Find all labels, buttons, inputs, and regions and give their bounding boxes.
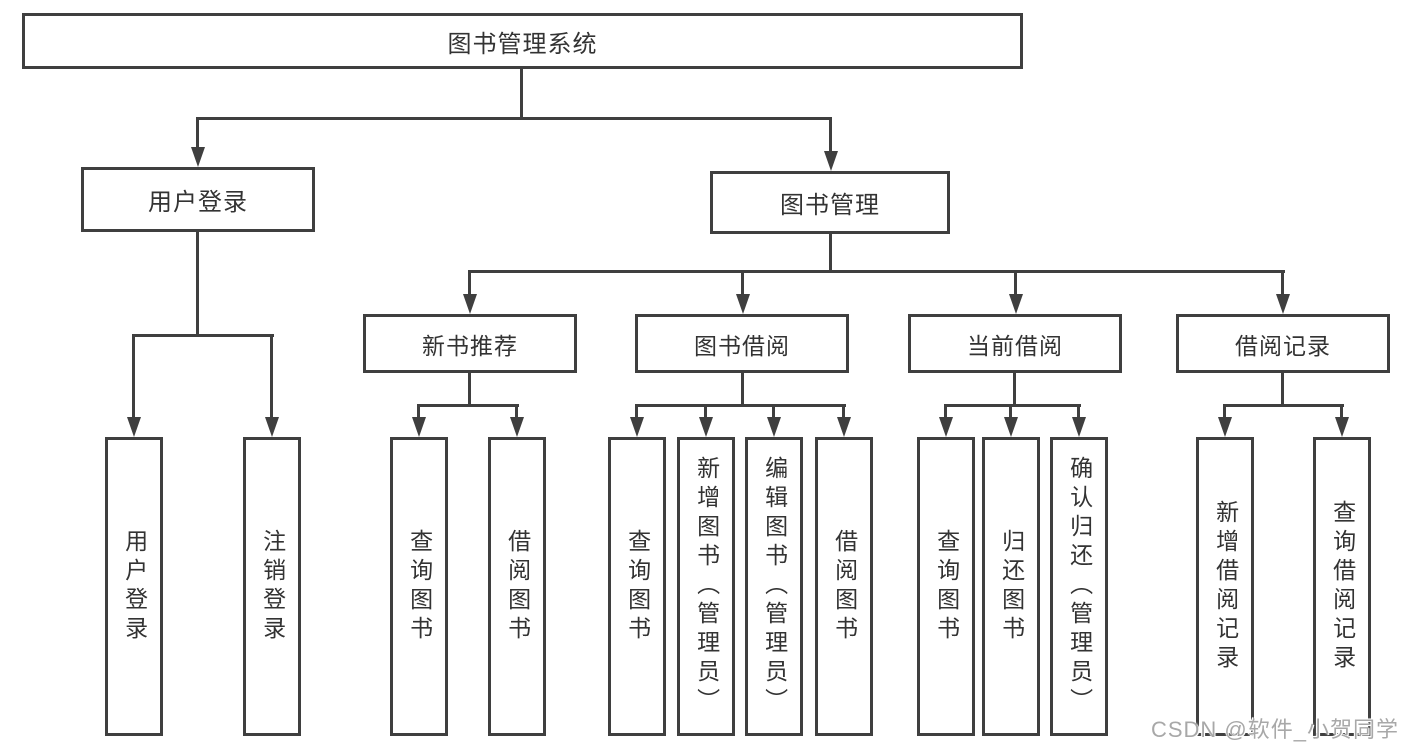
- connector-new-rec-stem: [468, 373, 471, 407]
- node-borrow-records-label: 借阅记录: [1235, 332, 1331, 359]
- node-book-management-label: 图书管理: [780, 192, 880, 219]
- connector-book-mgmt-stem: [829, 234, 832, 272]
- leaf-borrow-books-recommend: 借阅图书: [488, 437, 546, 736]
- arrowhead-borrow-records: [1276, 294, 1290, 314]
- arrowhead-leaf-borrow2: [837, 417, 851, 437]
- leaf-return-books-label: 归还图书: [998, 528, 1025, 645]
- node-new-book-recommend-label: 新书推荐: [422, 332, 518, 359]
- leaf-user-login: 用户登录: [105, 437, 163, 736]
- connector-book-borrow-rail: [635, 404, 846, 407]
- node-user-login: 用户登录: [81, 167, 315, 232]
- arrowhead-leaf-confirm-return: [1072, 417, 1086, 437]
- connector-leaf-query-record-drop: [1340, 404, 1343, 419]
- leaf-user-login-label: 用户登录: [121, 528, 148, 645]
- connector-new-rec-rail: [417, 404, 519, 407]
- node-root-label: 图书管理系统: [447, 30, 598, 58]
- leaf-confirm-return-admin: 确认归还（管理员）: [1050, 437, 1108, 736]
- node-borrow-records: 借阅记录: [1176, 314, 1390, 373]
- arrowhead-user-login: [191, 147, 205, 167]
- leaf-query-books-borrow: 查询图书: [608, 437, 666, 736]
- node-book-borrow: 图书借阅: [635, 314, 849, 373]
- connector-leaf-add-record-drop: [1223, 404, 1226, 419]
- connector-leaf-user-login-drop: [132, 334, 135, 418]
- arrowhead-leaf-borrow1: [510, 417, 524, 437]
- leaf-logout-label: 注销登录: [259, 528, 286, 645]
- node-root: 图书管理系统: [22, 13, 1023, 69]
- arrowhead-new-rec: [463, 294, 477, 314]
- connector-new-rec-drop: [468, 270, 471, 296]
- leaf-return-books: 归还图书: [982, 437, 1040, 736]
- arrowhead-leaf-query3: [939, 417, 953, 437]
- leaf-add-books-admin: 新增图书（管理员）: [677, 437, 735, 736]
- node-new-book-recommend: 新书推荐: [363, 314, 577, 373]
- leaf-add-borrow-record-label: 新增借阅记录: [1212, 499, 1239, 674]
- arrowhead-leaf-return: [1004, 417, 1018, 437]
- leaf-logout: 注销登录: [243, 437, 301, 736]
- arrowhead-leaf-logout: [265, 417, 279, 437]
- leaf-borrow-books-label: 借阅图书: [831, 528, 858, 645]
- csdn-watermark: CSDN @软件_小贺同学: [1150, 717, 1399, 742]
- connector-leaf-borrow2-drop: [842, 404, 845, 419]
- connector-borrow-records-drop: [1281, 270, 1284, 296]
- connector-user-login-drop: [196, 117, 199, 149]
- node-book-management: 图书管理: [710, 171, 950, 234]
- leaf-query-books-current: 查询图书: [917, 437, 975, 736]
- leaf-query-books-current-label: 查询图书: [933, 528, 960, 645]
- arrowhead-leaf-edit-books: [767, 417, 781, 437]
- leaf-borrow-books-recommend-label: 借阅图书: [504, 528, 531, 645]
- arrowhead-leaf-add-record: [1218, 417, 1232, 437]
- arrowhead-book-borrow: [736, 294, 750, 314]
- connector-leaf-logout-drop: [270, 334, 273, 418]
- leaf-borrow-books: 借阅图书: [815, 437, 873, 736]
- connector-user-login-stem: [196, 232, 199, 336]
- connector-leaf-query2-drop: [635, 404, 638, 419]
- connector-leaf-add-books-drop: [704, 404, 707, 419]
- leaf-query-borrow-record: 查询借阅记录: [1313, 437, 1371, 736]
- arrowhead-current-borrow: [1009, 294, 1023, 314]
- connector-leaf-query1-drop: [417, 404, 420, 419]
- connector-current-borrow-stem: [1013, 373, 1016, 407]
- connector-book-borrow-drop: [741, 270, 744, 296]
- connector-current-borrow-drop: [1014, 270, 1017, 296]
- arrowhead-leaf-add-books: [699, 417, 713, 437]
- connector-level3-rail: [468, 270, 1285, 273]
- connector-book-mgmt-drop: [829, 117, 832, 153]
- connector-leaf-query3-drop: [944, 404, 947, 419]
- leaf-add-books-admin-label: 新增图书（管理员）: [693, 456, 720, 717]
- connector-borrow-records-rail: [1223, 404, 1344, 407]
- arrowhead-leaf-query1: [412, 417, 426, 437]
- leaf-edit-books-admin: 编辑图书（管理员）: [745, 437, 803, 736]
- leaf-query-books-borrow-label: 查询图书: [624, 528, 651, 645]
- connector-leaf-edit-books-drop: [772, 404, 775, 419]
- node-user-login-label: 用户登录: [148, 189, 248, 216]
- connector-root-stem: [520, 68, 523, 118]
- node-book-borrow-label: 图书借阅: [694, 332, 790, 359]
- arrowhead-leaf-user-login: [127, 417, 141, 437]
- leaf-add-borrow-record: 新增借阅记录: [1196, 437, 1254, 736]
- connector-current-borrow-rail: [944, 404, 1081, 407]
- connector-borrow-records-stem: [1281, 373, 1284, 407]
- node-current-borrow-label: 当前借阅: [967, 332, 1063, 359]
- leaf-query-books-recommend-label: 查询图书: [406, 528, 433, 645]
- connector-level1-rail: [196, 117, 832, 120]
- node-current-borrow: 当前借阅: [908, 314, 1122, 373]
- connector-leaf-confirm-return-drop: [1077, 404, 1080, 419]
- connector-leaf-return-drop: [1009, 404, 1012, 419]
- leaf-query-books-recommend: 查询图书: [390, 437, 448, 736]
- arrowhead-leaf-query-record: [1335, 417, 1349, 437]
- connector-user-login-rail: [132, 334, 274, 337]
- arrowhead-book-mgmt: [824, 151, 838, 171]
- connector-leaf-borrow1-drop: [515, 404, 518, 419]
- connector-book-borrow-stem: [741, 373, 744, 407]
- leaf-confirm-return-admin-label: 确认归还（管理员）: [1066, 456, 1093, 717]
- arrowhead-leaf-query2: [630, 417, 644, 437]
- leaf-query-borrow-record-label: 查询借阅记录: [1329, 499, 1356, 674]
- leaf-edit-books-admin-label: 编辑图书（管理员）: [761, 456, 788, 717]
